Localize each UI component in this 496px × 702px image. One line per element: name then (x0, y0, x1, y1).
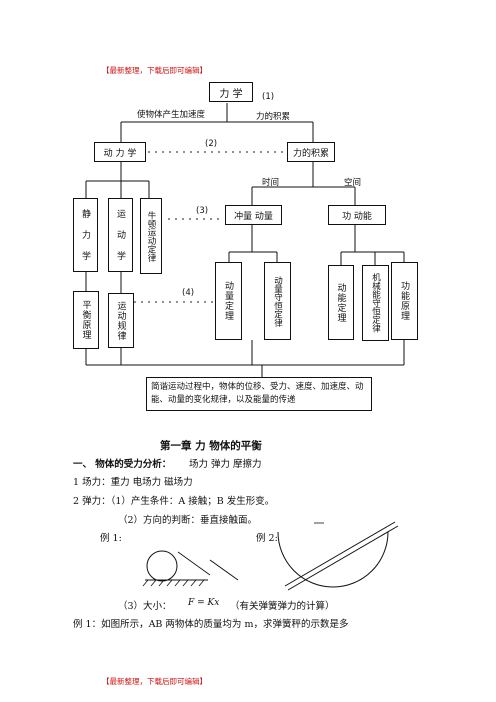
example-1-label: 例 1: (100, 533, 122, 544)
node-work-energy-principle: 功能原理 (391, 262, 418, 340)
branch-accumulation-label: 力的积累 (256, 112, 291, 122)
node-dynamics: 动 力 学 (94, 142, 146, 162)
label-2: (2) (205, 139, 218, 149)
header-note: 【最新整理，下载后即可编辑】 (102, 66, 207, 75)
force-types: 场力 弹力 摩擦力 (189, 459, 262, 470)
node-momentum-theorem: 动量定理 (215, 262, 242, 340)
field-force-line: 1 场力：重力 电场力 磁场力 (73, 477, 193, 488)
direction-line: （2）方向的判断：垂直接触面。 (118, 515, 258, 526)
footer-note: 【最新整理，下载后即可编辑】 (102, 677, 207, 686)
node-equilibrium-principle: 平衡原理 (73, 291, 99, 349)
example-2-label: 例 2: (256, 533, 278, 544)
node-newton-laws: 牛顿运动定律 (140, 198, 162, 274)
node-kinematics: 运 动 学 (108, 198, 133, 272)
formula-note: （有关弹簧弹力的计算） (230, 601, 335, 612)
label-3: (3) (196, 206, 209, 216)
label-1: (1) (262, 92, 275, 102)
hooke-formula: F = Kx (188, 598, 220, 608)
node-impulse-momentum: 冲量 动量 (225, 205, 282, 225)
section-heading: 一、 物体的受力分析： (73, 459, 172, 470)
magnitude-line: （3）大小： (118, 601, 172, 612)
node-momentum-conservation: 动量守恒定律 (264, 262, 291, 340)
summary-box: 简谐运动过程中，物体的位移、受力、速度、加速度、动能、动量的变化规律，以及能量的… (146, 377, 372, 411)
chapter-title: 第一章 力 物体的平衡 (160, 440, 262, 452)
node-kinetic-energy-theorem: 动能定理 (328, 265, 354, 340)
node-mechanical-energy-conservation: 机械能守恒定律 (362, 265, 389, 341)
node-motion-laws: 运动规律 (108, 293, 134, 348)
branch-acceleration-label: 使物体产生加速度 (137, 110, 206, 120)
node-force-accumulation: 力的积累 (287, 142, 335, 162)
elastic-force-line: 2 弹力：（1）产生条件：A 接触；B 发生形变。 (73, 496, 275, 507)
node-work-kinetic-energy: 功 动能 (328, 205, 386, 225)
label-4: (4) (182, 288, 195, 298)
space-label: 空间 (344, 178, 362, 188)
node-mechanics: 力 学 (209, 82, 253, 102)
node-statics: 静 力 学 (73, 198, 98, 272)
problem-line: 例 1：如图所示，AB 两物体的质量均为 m，求弹簧秤的示数是多 (73, 619, 349, 630)
time-label: 时间 (262, 178, 280, 188)
